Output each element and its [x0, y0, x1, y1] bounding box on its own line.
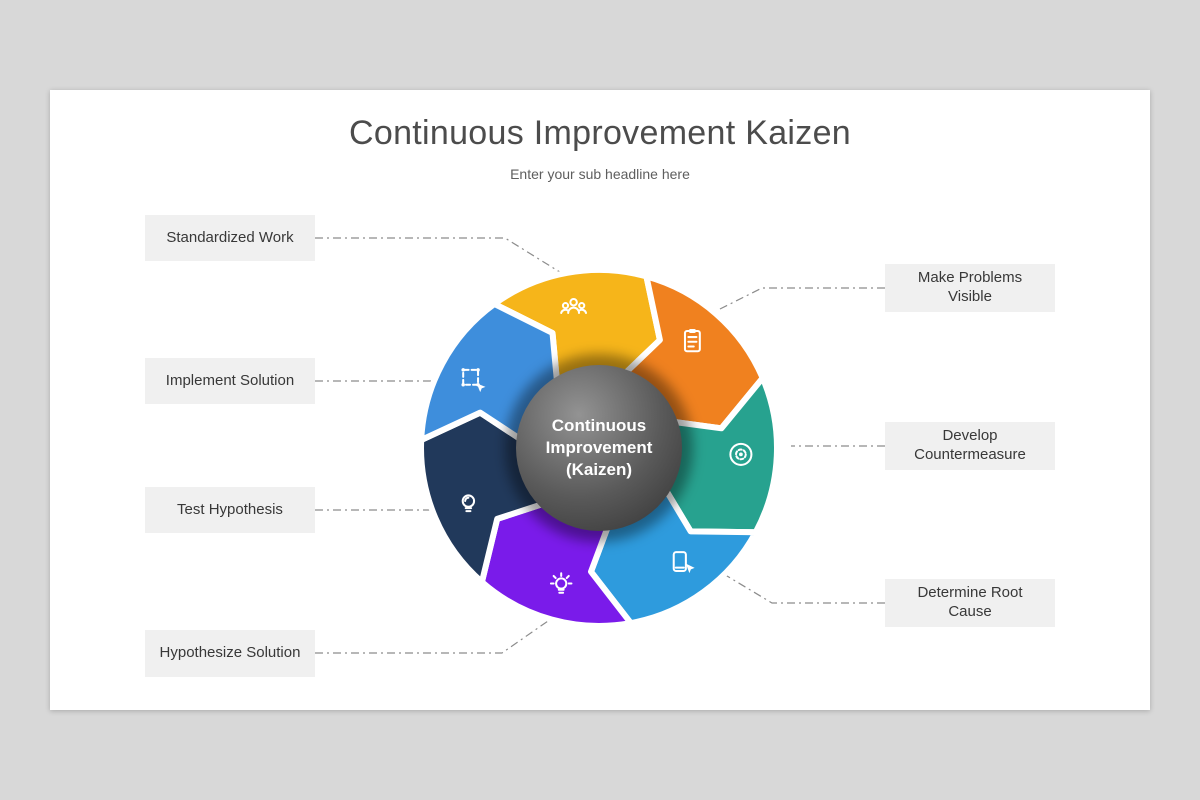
slide-subtitle: Enter your sub headline here — [510, 166, 690, 182]
hub-circle — [516, 365, 682, 531]
label-text: Develop Countermeasure — [914, 427, 1026, 463]
label-determine-root-cause: Determine Root Cause — [885, 579, 1055, 627]
bulb-icon — [461, 494, 476, 513]
label-test-hypothesis: Test Hypothesis — [145, 487, 315, 533]
slide-title: Continuous Improvement Kaizen — [349, 114, 851, 152]
label-text: Standardized Work — [166, 228, 294, 246]
idea-bulb-icon — [549, 572, 573, 594]
label-make-problems-visible: Make Problems Visible — [885, 264, 1055, 312]
label-text: Make Problems Visible — [917, 269, 1023, 305]
team-icon — [560, 297, 588, 315]
label-text: Test Hypothesis — [177, 500, 283, 518]
slide-canvas: Continuous Improvement Kaizen Enter your… — [50, 90, 1150, 710]
select-hand-icon — [461, 368, 486, 393]
label-develop-countermeasure: Develop Countermeasure — [885, 422, 1055, 470]
label-text: Hypothesize Solution — [159, 644, 301, 662]
label-implement-solution: Implement Solution — [145, 358, 315, 404]
label-hypothesize-solution: Hypothesize Solution — [145, 630, 315, 677]
label-text: Implement Solution — [165, 371, 295, 389]
kaizen-wheel — [418, 267, 780, 629]
gear-icon — [729, 442, 753, 466]
clipboard-icon — [683, 328, 701, 353]
label-standardized-work: Standardized Work — [145, 215, 315, 261]
tap-phone-icon — [672, 551, 695, 574]
label-text: Determine Root Cause — [917, 584, 1023, 620]
